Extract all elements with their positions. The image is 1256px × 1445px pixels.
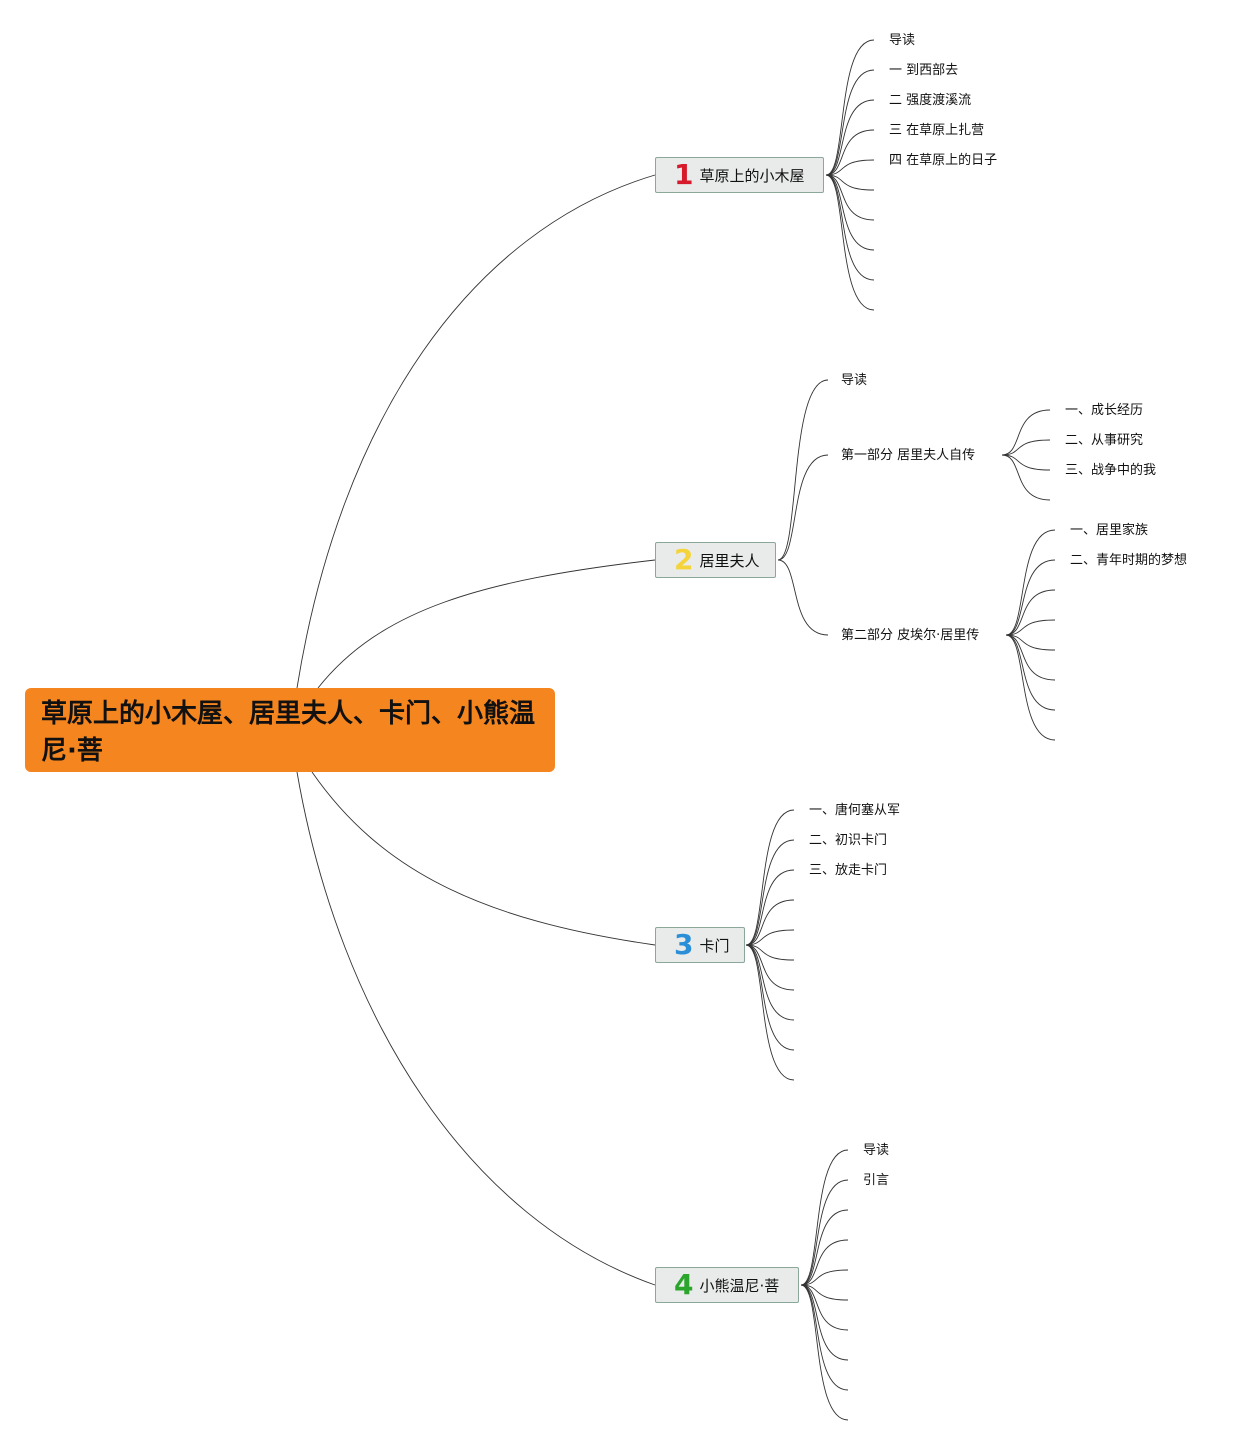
- branch-1-link: [825, 174, 875, 191]
- sub-2-link: [1005, 634, 1056, 681]
- branch-label-3: 卡门: [699, 936, 730, 955]
- branch-4-link: [800, 1284, 849, 1391]
- branch-4-link: [800, 1209, 849, 1286]
- sub-2-link: [1005, 634, 1056, 651]
- leaf-topic[interactable]: 第二部分 皮埃尔·居里传: [841, 628, 980, 643]
- branch-4-link: [800, 1284, 849, 1331]
- root-link-1: [296, 174, 656, 689]
- sub-1-link: [1001, 454, 1051, 501]
- sub-2-link: [1005, 619, 1056, 636]
- leaf-topic[interactable]: 一、唐何塞从军: [809, 803, 901, 818]
- leaf-topic[interactable]: 三、放走卡门: [809, 863, 888, 878]
- leaf-topic[interactable]: 导读: [841, 373, 868, 388]
- branch-4-link: [800, 1284, 849, 1421]
- branch-3-link: [745, 944, 795, 1051]
- branch-3-link: [745, 869, 795, 946]
- leaf-topic[interactable]: 四 在草原上的日子: [889, 153, 998, 168]
- sub-1-link: [1001, 454, 1051, 471]
- branch-4-link: [800, 1179, 849, 1286]
- branch-topic-1[interactable]: 1 草原上的小木屋: [655, 157, 824, 193]
- leaf-topic[interactable]: 一、成长经历: [1065, 403, 1144, 418]
- branch-1-link: [825, 39, 875, 176]
- branch-2-link: [777, 454, 829, 561]
- branch-label-1: 草原上的小木屋: [699, 166, 805, 185]
- branch-3-link: [745, 899, 795, 946]
- leaf-topic[interactable]: 三、战争中的我: [1065, 463, 1157, 478]
- branch-3-link: [745, 809, 795, 946]
- branch-number-2: 2: [674, 543, 694, 576]
- branch-topic-2[interactable]: 2 居里夫人: [655, 542, 776, 578]
- branch-label-2: 居里夫人: [699, 551, 760, 570]
- root-topic[interactable]: 草原上的小木屋、居里夫人、卡门、小熊温尼·菩: [25, 688, 555, 772]
- branch-topic-3[interactable]: 3 卡门: [655, 927, 745, 963]
- leaf-topic[interactable]: 一 到西部去: [889, 63, 959, 78]
- branch-1-link: [825, 174, 875, 221]
- branch-1-link: [825, 174, 875, 281]
- leaf-topic[interactable]: 二 强度渡溪流: [889, 93, 972, 108]
- leaf-topic[interactable]: 引言: [863, 1173, 890, 1188]
- branch-number-4: 4: [674, 1268, 694, 1301]
- sub-2-link: [1005, 589, 1056, 636]
- leaf-topic[interactable]: 二、从事研究: [1065, 433, 1144, 448]
- sub-2-link: [1005, 634, 1056, 741]
- leaf-topic[interactable]: 第一部分 居里夫人自传: [841, 448, 976, 463]
- leaf-topic[interactable]: 三 在草原上扎营: [889, 123, 985, 138]
- branch-1-link: [825, 69, 875, 176]
- branch-topic-4[interactable]: 4 小熊温尼·菩: [655, 1267, 799, 1303]
- branch-1-link: [825, 99, 875, 176]
- branch-3-link: [745, 944, 795, 1081]
- branch-label-4: 小熊温尼·菩: [699, 1276, 780, 1295]
- branch-3-link: [745, 944, 795, 961]
- leaf-topic[interactable]: 二、初识卡门: [809, 833, 888, 848]
- branch-4-link: [800, 1149, 849, 1286]
- sub-1-link: [1001, 439, 1051, 456]
- branch-2-link: [777, 379, 829, 561]
- branch-number-1: 1: [674, 158, 694, 191]
- root-topic-label: 草原上的小木屋、居里夫人、卡门、小熊温尼·菩: [41, 699, 536, 766]
- root-link-2: [317, 559, 656, 689]
- branch-1-link: [825, 129, 875, 176]
- branch-3-link: [745, 839, 795, 946]
- branch-4-link: [800, 1239, 849, 1286]
- leaf-topic[interactable]: 二、青年时期的梦想: [1070, 553, 1188, 568]
- leaf-topic[interactable]: 导读: [889, 33, 916, 48]
- branch-1-link: [825, 174, 875, 311]
- branch-number-3: 3: [674, 928, 694, 961]
- sub-2-link: [1005, 559, 1056, 636]
- leaf-topic[interactable]: 一、居里家族: [1070, 523, 1149, 538]
- branch-4-link: [800, 1284, 849, 1301]
- branch-1-link: [825, 159, 875, 176]
- branch-2-link: [777, 559, 829, 636]
- branch-3-link: [745, 929, 795, 946]
- sub-2-link: [1005, 529, 1056, 636]
- branch-3-link: [745, 944, 795, 991]
- sub-1-link: [1001, 409, 1051, 456]
- branch-4-link: [800, 1269, 849, 1286]
- leaf-topic[interactable]: 导读: [863, 1143, 890, 1158]
- root-link-3: [311, 771, 656, 946]
- root-link-4: [296, 771, 656, 1286]
